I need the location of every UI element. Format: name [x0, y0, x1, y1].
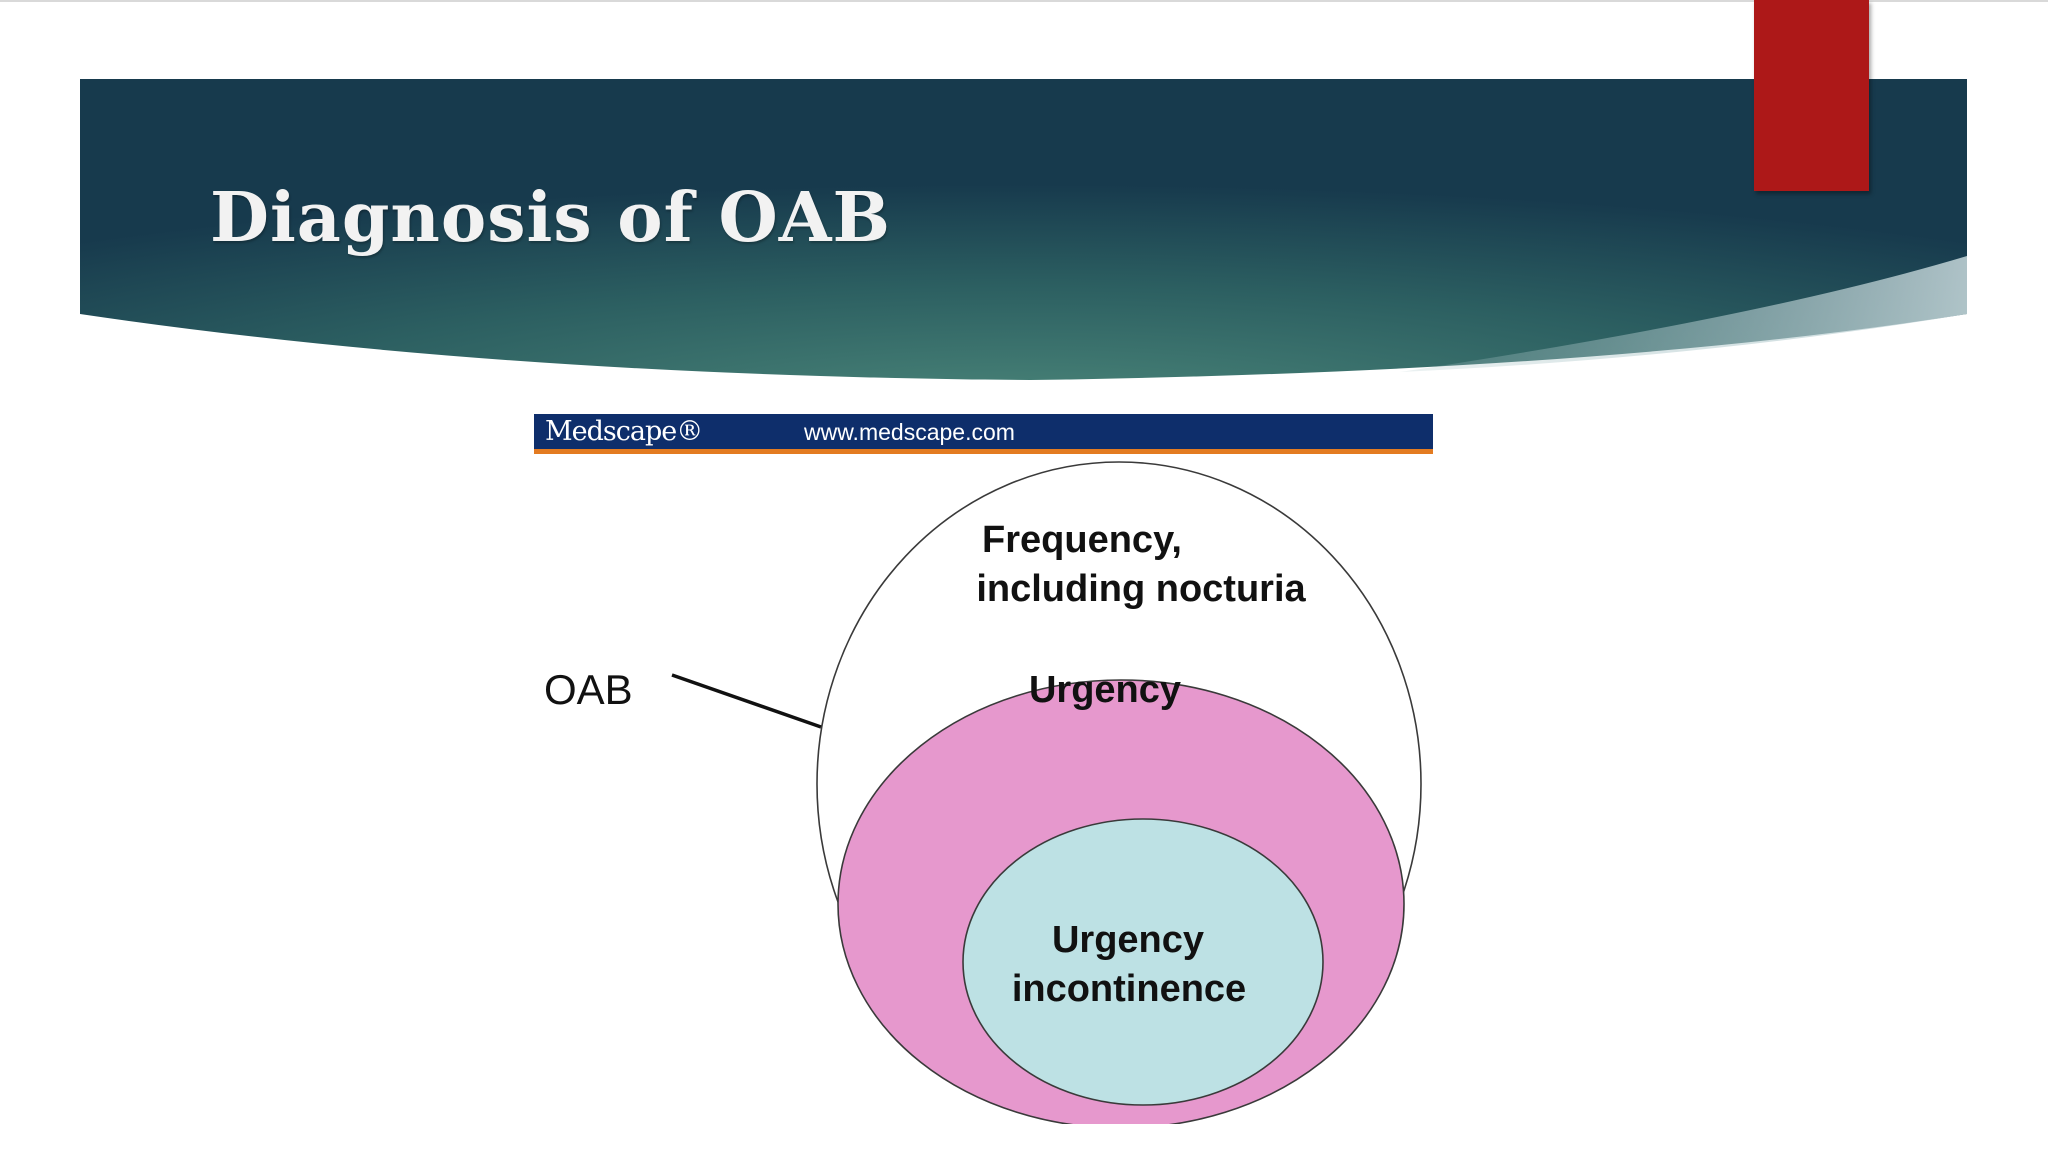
urgency-incontinence-circle [962, 818, 1324, 1106]
oab-label: OAB [544, 666, 633, 713]
medscape-logo: Medscape® [545, 416, 703, 447]
top-divider [0, 0, 2048, 2]
medscape-url: www.medscape.com [804, 419, 1015, 445]
slide-title: Diagnosis of OAB [210, 178, 892, 258]
accent-tab [1754, 0, 1869, 191]
oab-pointer-line [671, 673, 822, 729]
medscape-banner: Medscape® www.medscape.com [534, 414, 1433, 454]
urgency-label: Urgency [1029, 669, 1181, 711]
incontinence-label-line2: incontinence [1012, 968, 1246, 1010]
frequency-label-line1: Frequency, [982, 519, 1182, 561]
header-band [80, 79, 1967, 380]
frequency-label-line2: including nocturia [976, 568, 1306, 610]
oab-venn-diagram: OAB Frequency, including nocturia Urgenc… [544, 461, 1422, 1124]
incontinence-label-line1: Urgency [1052, 919, 1204, 961]
header-swoosh [1400, 256, 1967, 372]
header-banner-shape [80, 79, 1967, 380]
oab-diagram-figure: Medscape® www.medscape.com OAB Frequency… [534, 414, 1434, 1124]
